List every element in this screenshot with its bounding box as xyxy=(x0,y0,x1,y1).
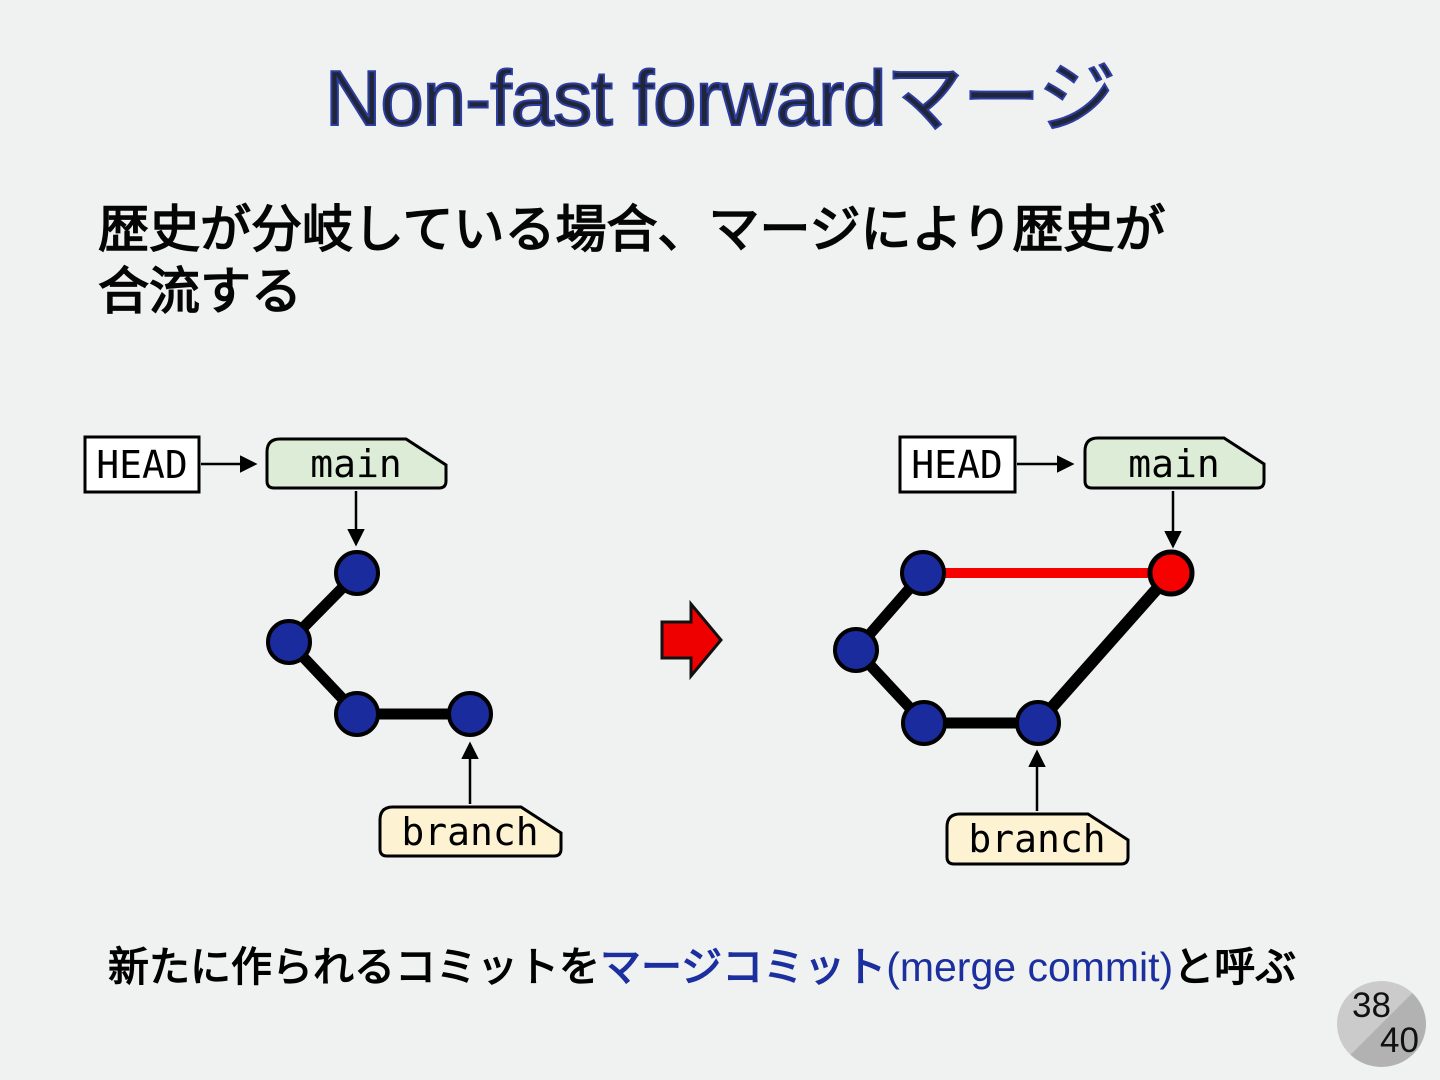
slide-title: Non-fast forwardマージ xyxy=(324,53,1117,143)
head-box-left xyxy=(83,435,201,494)
commit-node xyxy=(900,550,946,596)
body-line-1: 歴史が分岐している場合、マージにより歴史が xyxy=(98,201,1166,260)
transition-arrow-icon xyxy=(660,599,723,681)
footnote: 新たに作られるコミットをマージコミット(merge commit)と呼ぶ xyxy=(108,933,1368,993)
commit-node xyxy=(266,619,312,665)
body-line-2: 合流する xyxy=(98,263,303,323)
branch-tag-right xyxy=(945,812,1130,866)
main-tag-right xyxy=(1083,436,1266,490)
footnote-suffix: と呼ぶ xyxy=(1173,943,1297,991)
edge-branch-to-merge xyxy=(1032,567,1177,729)
page-number-current: 38 xyxy=(1352,986,1391,1025)
diagram-before-merge: HEAD main branch xyxy=(83,435,563,858)
commit-node xyxy=(901,700,947,746)
merge-commit-node xyxy=(1147,549,1195,597)
page-number-badge: 38 40 xyxy=(1337,981,1426,1067)
diagram-after-merge: HEAD main branch xyxy=(833,435,1266,866)
footnote-prefix: 新たに作られるコミットを xyxy=(108,943,600,991)
branch-label-left: branch xyxy=(401,810,538,854)
commit-node xyxy=(447,691,493,737)
footnote-merge-jp: マージコミット xyxy=(600,943,887,991)
branch-label-right: branch xyxy=(968,817,1105,861)
main-tag-left xyxy=(265,437,448,490)
head-label-left: HEAD xyxy=(96,443,188,487)
main-label-left: main xyxy=(310,442,402,486)
main-label-right: main xyxy=(1128,442,1220,486)
commit-node xyxy=(334,550,380,596)
head-label-right: HEAD xyxy=(911,443,1003,487)
footnote-merge-en: (merge commit) xyxy=(886,944,1174,990)
body-text: 歴史が分岐している場合、マージにより歴史が 合流する xyxy=(98,200,1348,324)
head-box-right xyxy=(898,435,1017,494)
branch-tag-left xyxy=(378,805,563,858)
commit-node xyxy=(334,691,380,737)
commit-node xyxy=(833,627,879,673)
page-number-total: 40 xyxy=(1380,1021,1419,1060)
commit-node xyxy=(1015,700,1061,746)
